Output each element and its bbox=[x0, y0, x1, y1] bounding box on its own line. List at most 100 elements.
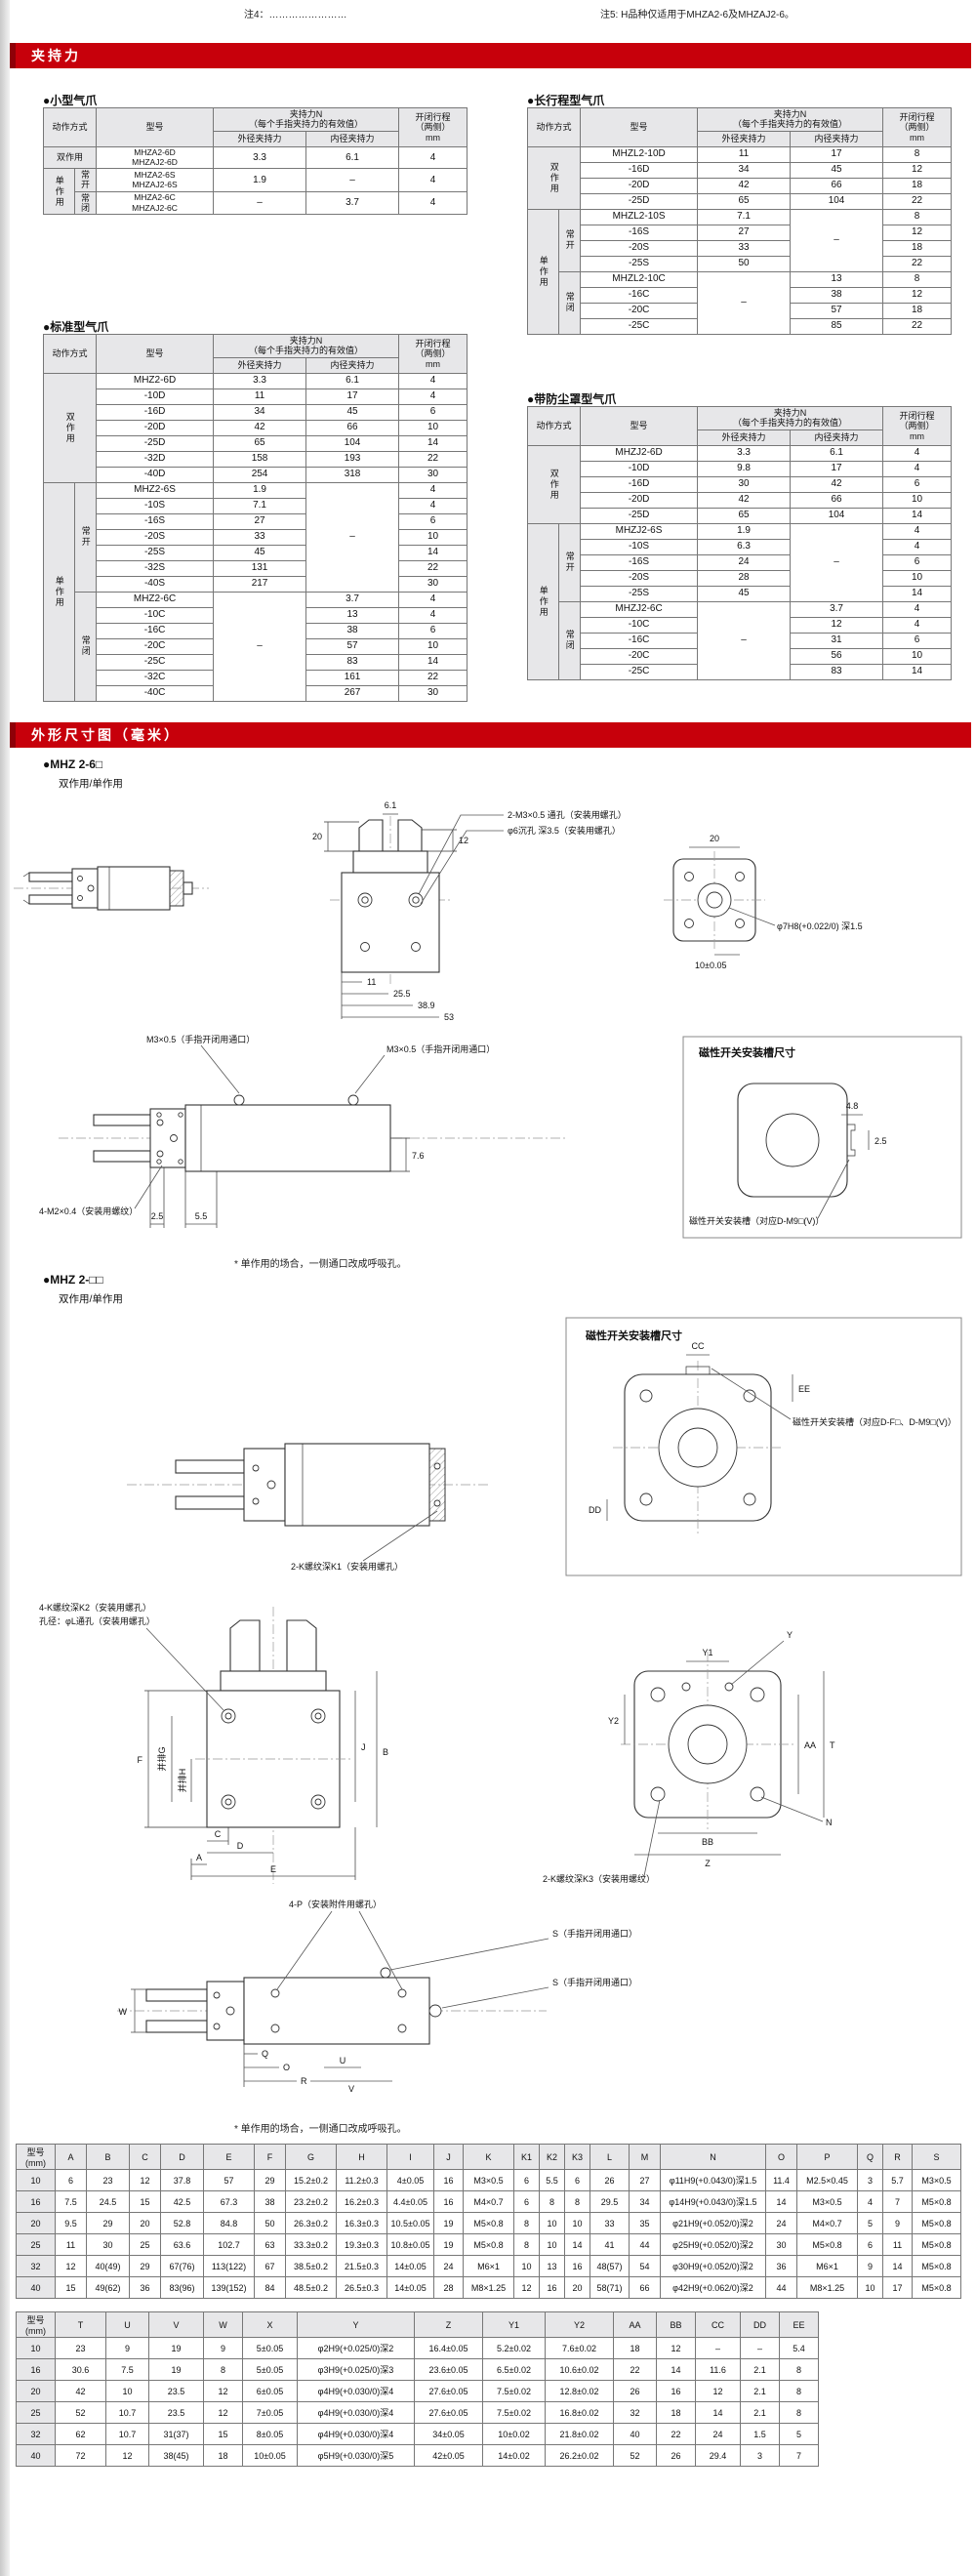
cell: 23 bbox=[55, 2337, 106, 2359]
cell: 3.7 bbox=[305, 591, 400, 608]
dim-g: 并排G bbox=[156, 1746, 167, 1771]
cell: 3.3 bbox=[697, 444, 792, 462]
cell: 5 bbox=[857, 2212, 883, 2234]
cell: 29 bbox=[254, 2169, 286, 2191]
cell: 25 bbox=[16, 2401, 56, 2424]
cell: 40 bbox=[16, 2444, 56, 2467]
cell: 32 bbox=[16, 2255, 56, 2277]
cell: 23 bbox=[86, 2169, 130, 2191]
footnote-single-acting-1: * 单作用的场合，一侧通口改成呼吸孔。 bbox=[234, 1259, 407, 1270]
cell: -20S bbox=[96, 528, 215, 546]
cell: 29 bbox=[129, 2255, 161, 2277]
model-title-mhz2-6: ●MHZ 2-6□ bbox=[43, 757, 103, 771]
cell: 6 bbox=[513, 2169, 540, 2191]
cell: M5×0.8 bbox=[463, 2212, 514, 2234]
cell: 24 bbox=[697, 553, 792, 571]
cell: φ25H9(+0.052/0)深2 bbox=[660, 2233, 766, 2256]
groove-label: 磁性开关安装槽（对应D-F□、D-M9□(V)） bbox=[793, 1416, 956, 1427]
cell: 16.8±0.02 bbox=[545, 2401, 614, 2424]
cell: 193 bbox=[305, 450, 400, 468]
cell: 6 bbox=[564, 2169, 590, 2191]
cell: 常闭 bbox=[74, 591, 98, 702]
switch-groove-box: 磁性开关安装槽尺寸 4.8 2.5 磁性开关安装槽（对应D-M9□(V)） bbox=[682, 1036, 962, 1239]
cell: 内径夹持力 bbox=[305, 356, 400, 374]
cell: 4.4±0.05 bbox=[386, 2190, 434, 2213]
cell: 34±0.05 bbox=[414, 2423, 483, 2445]
cell: 7.5±0.02 bbox=[482, 2401, 546, 2424]
cell: 7.6±0.02 bbox=[545, 2337, 614, 2359]
cell: 常闭 bbox=[74, 190, 98, 216]
cell: 158 bbox=[213, 450, 307, 468]
cell: MHZ2-6C bbox=[96, 591, 215, 608]
cell: 6 bbox=[882, 553, 953, 571]
cell: 8 bbox=[882, 145, 953, 163]
cell: 常闭 bbox=[558, 270, 582, 335]
cell: 4 bbox=[857, 2190, 883, 2213]
cell: 12 bbox=[882, 161, 953, 179]
cell: MHZL2-10C bbox=[580, 270, 699, 288]
cell: 33.3±0.2 bbox=[285, 2233, 337, 2256]
cell: 10±0.02 bbox=[482, 2423, 546, 2445]
groove-label: 磁性开关安装槽（对应D-M9□(V)） bbox=[689, 1215, 824, 1226]
cell: -10S bbox=[580, 538, 699, 555]
cell: 13 bbox=[790, 270, 884, 288]
dim-d: D bbox=[237, 1841, 244, 1851]
cell: 16 bbox=[656, 2380, 696, 2402]
gripper-bottom-view bbox=[117, 1967, 547, 2045]
cell: M5×0.8 bbox=[912, 2255, 961, 2277]
cell: 夹持力N （每个手指夹持力的有效值） bbox=[697, 406, 884, 430]
cell: 4 bbox=[398, 591, 468, 608]
cell: φ2H9(+0.025/0)深2 bbox=[297, 2337, 415, 2359]
drawing-mhz2-6-views: 6.1 20 12 11 25.5 38.9 53 2-M3×0.5 通孔（安装… bbox=[14, 800, 863, 1022]
cell: 5.5 bbox=[539, 2169, 565, 2191]
cell: -25S bbox=[580, 255, 699, 272]
cell: 6.1 bbox=[305, 372, 400, 389]
dim-y: Y bbox=[787, 1630, 793, 1640]
cell: -25C bbox=[96, 653, 215, 671]
cell: P bbox=[796, 2144, 858, 2170]
cell: -32S bbox=[96, 559, 215, 577]
cell: 7.5 bbox=[105, 2358, 149, 2381]
cell: 11.2±0.3 bbox=[336, 2169, 387, 2191]
dim-o: O bbox=[283, 2063, 290, 2072]
cell: 20 bbox=[16, 2380, 56, 2402]
dim-e: E bbox=[270, 1864, 276, 1874]
cell: 30 bbox=[398, 575, 468, 593]
cell: 30 bbox=[398, 684, 468, 702]
cell: 48.5±0.2 bbox=[285, 2276, 337, 2299]
cell: 57 bbox=[203, 2169, 255, 2191]
cell: 29 bbox=[86, 2212, 130, 2234]
cell: 双作用 bbox=[526, 444, 582, 524]
cell: M8×1.25 bbox=[463, 2276, 514, 2299]
cell: 45 bbox=[213, 544, 307, 561]
cell: T bbox=[55, 2311, 106, 2338]
cell: 8±0.05 bbox=[242, 2423, 298, 2445]
cell: 10.8±0.05 bbox=[386, 2233, 434, 2256]
callout-4p: 4-P（安装附件用螺孔） bbox=[289, 1899, 382, 1909]
callout-k1: 2-K螺纹深K1（安装用螺孔） bbox=[291, 1561, 403, 1572]
cell: – bbox=[695, 2337, 741, 2359]
cell: 72 bbox=[55, 2444, 106, 2467]
cell: 9 bbox=[882, 2212, 913, 2234]
cell: 16 bbox=[16, 2358, 56, 2381]
cell: MHZA2-6S MHZAJ2-6S bbox=[96, 167, 215, 192]
cell: N bbox=[660, 2144, 766, 2170]
dim-cc: CC bbox=[692, 1341, 705, 1351]
cell: 10 bbox=[16, 2169, 56, 2191]
cell: 7.1 bbox=[697, 208, 792, 225]
cell: 42 bbox=[213, 419, 307, 436]
cell: EE bbox=[779, 2311, 819, 2338]
cell: 13 bbox=[305, 606, 400, 624]
cell: 63.6 bbox=[160, 2233, 204, 2256]
cell: 型号 bbox=[96, 107, 215, 147]
dim-aa: AA bbox=[804, 1740, 816, 1750]
